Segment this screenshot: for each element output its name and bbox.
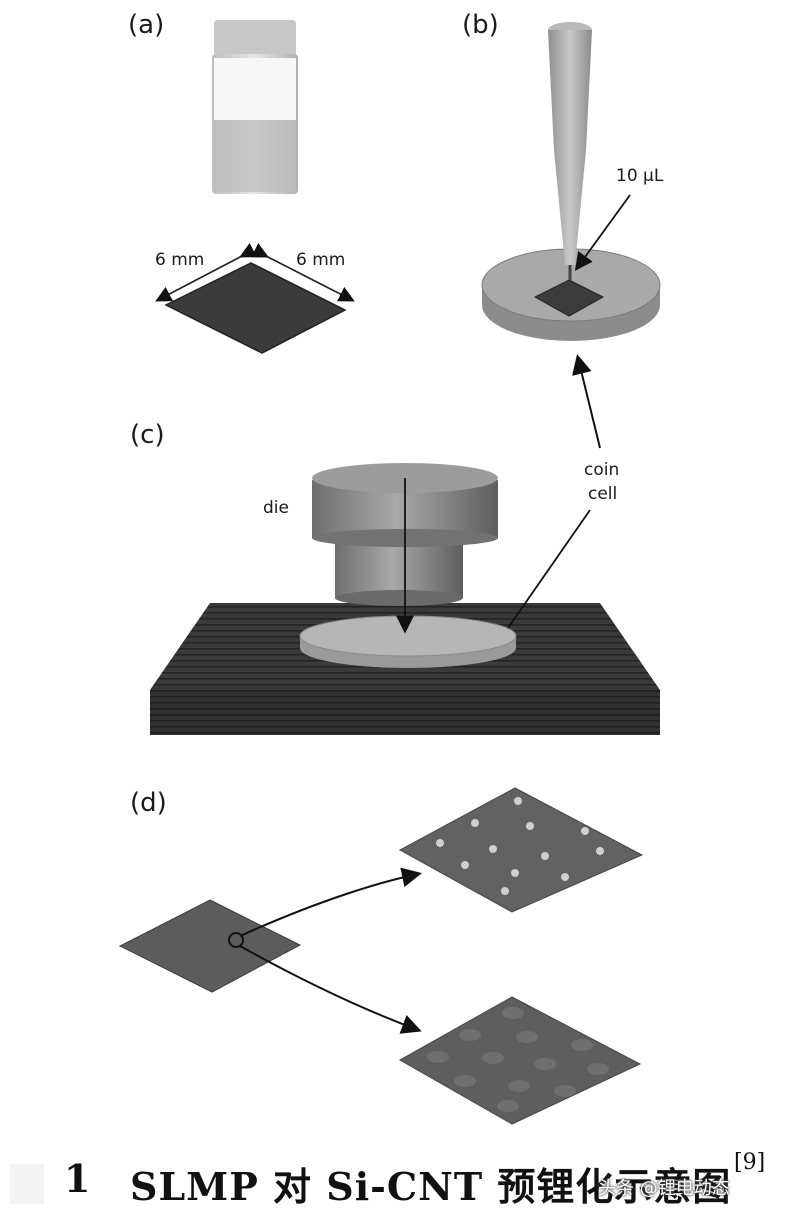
- arrow-to-pressed: [239, 945, 422, 1034]
- coin-label: coin: [584, 460, 620, 480]
- press-base-plate: [150, 603, 660, 735]
- panel-label-a: (a): [128, 10, 165, 40]
- figure-caption: 1 SLMP 对 Si-CNT 预锂化示意图 [9] 头条 @锂电动态: [0, 1150, 786, 1214]
- dimension-label-left: 6 mm: [155, 250, 205, 270]
- panel-label-c: (c): [130, 420, 165, 450]
- vial-illustration: [212, 20, 298, 194]
- volume-pointer-line: [574, 194, 631, 271]
- panel-b: [481, 22, 661, 449]
- pipette-illustration: [548, 22, 592, 280]
- coin-cell-pointer-line: [507, 509, 591, 629]
- watermark: 头条 @锂电动态: [598, 1178, 730, 1199]
- panel-d: [118, 787, 644, 1125]
- panel-c: [150, 463, 660, 735]
- arrow-to-particles: [239, 867, 422, 937]
- caption-placeholder-box: [10, 1164, 44, 1204]
- dimension-arrow-right: [250, 243, 355, 302]
- die-illustration: [312, 463, 498, 606]
- electrode-with-slmp-particles: [398, 787, 644, 913]
- volume-label: 10 μL: [616, 166, 664, 186]
- panel-label-d: (d): [130, 788, 167, 818]
- die-label: die: [263, 498, 289, 518]
- electrode-square: [164, 262, 347, 354]
- figure-number: 1: [64, 1156, 91, 1201]
- coin-cell-disk: [481, 248, 661, 341]
- caption-text: SLMP 对 Si-CNT 预锂化示意图: [130, 1164, 732, 1209]
- panel-a: [155, 20, 355, 354]
- coin-cell-arrow-up: [572, 354, 601, 449]
- electrode-after-pressing: [398, 996, 642, 1125]
- caption-reference: [9]: [734, 1150, 766, 1175]
- coin-cell-on-plate: [299, 615, 517, 668]
- cell-label: cell: [588, 484, 618, 504]
- panel-label-b: (b): [462, 10, 499, 40]
- electrode-before: [118, 899, 302, 993]
- dimension-label-right: 6 mm: [296, 250, 346, 270]
- zoom-circle: [228, 932, 244, 948]
- dimension-arrow-left: [155, 242, 258, 302]
